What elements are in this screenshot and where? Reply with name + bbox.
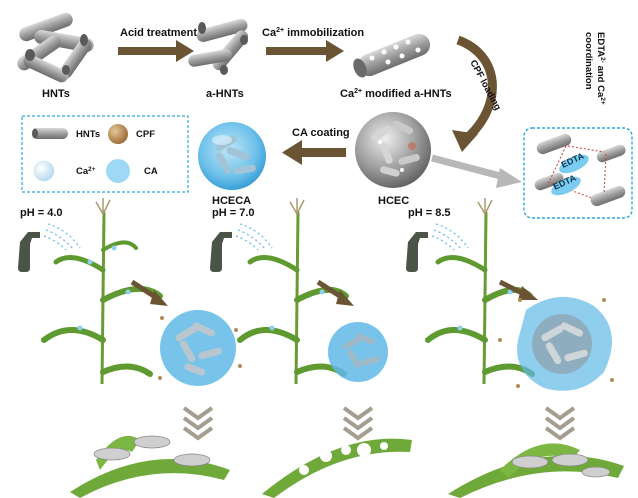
ph-label-right: pH = 8.5 <box>408 207 451 219</box>
arrow-ca-coating <box>282 140 346 165</box>
legend-hnts-label: HNTs <box>76 129 100 140</box>
hcec-label: HCEC <box>378 195 409 207</box>
ph-label-mid: pH = 7.0 <box>212 207 255 219</box>
down-arrows-right <box>544 406 576 441</box>
hceca-label: HCECA <box>212 195 251 207</box>
arrow-grey-head <box>496 168 522 188</box>
edta-coordination-label-2: coordination <box>583 32 594 90</box>
arrow-cpf-loading <box>456 35 497 144</box>
ca-coating-label: CA coating <box>292 127 350 139</box>
legend-ca-icon <box>106 159 130 183</box>
acid-treatment-label: Acid treatment <box>120 27 197 39</box>
particle-left <box>158 310 242 386</box>
arrow-cpf-loading-head <box>452 130 478 152</box>
arrow-panel-mid-head <box>336 290 354 306</box>
ca-immobilization-label: Ca2+ immobilization <box>262 27 364 39</box>
legend-ca-label: CA <box>144 166 158 177</box>
arrow-ca-immobilization <box>266 40 344 62</box>
legend-hnts-icon <box>32 128 68 139</box>
leaf-damaged-mid <box>262 438 412 498</box>
legend-box <box>21 115 189 193</box>
arrow-acid-treatment <box>118 40 194 62</box>
hceca-sphere <box>198 122 266 190</box>
arrow-grey-to-edta <box>431 154 509 182</box>
arrow-panel-left-head <box>150 290 168 306</box>
edta-coordination-label-1: EDTA2- and Ca2+ <box>595 32 606 105</box>
sprayer-right <box>406 223 469 272</box>
edta-tube-bottom <box>590 185 626 207</box>
legend-ca-ion-icon <box>33 160 55 182</box>
edta-ellipse-1 <box>559 154 589 174</box>
particle-right <box>498 296 614 391</box>
sprayer-left <box>18 223 81 272</box>
legend-ca-ion-label: Ca2+ <box>76 166 96 177</box>
edta-tube-top <box>536 133 572 155</box>
legend-cpf-label: CPF <box>136 129 155 140</box>
leaf-larvae-left <box>70 435 230 498</box>
corn-plant-left <box>41 198 163 385</box>
particle-mid <box>328 322 388 382</box>
leaf-larvae-right <box>448 443 624 498</box>
ph-label-left: pH = 4.0 <box>20 207 63 219</box>
edta-ellipse-2 <box>551 176 581 196</box>
hcec-sphere <box>355 112 431 188</box>
ca-modified-label: Ca2+ modified a-HNTs <box>340 88 452 100</box>
edta-inset-box <box>523 127 633 219</box>
a-hnts-label: a-HNTs <box>206 88 244 100</box>
ca-modified-tube <box>353 33 431 78</box>
down-arrows-mid <box>342 406 374 441</box>
hnts-label: HNTs <box>42 88 70 100</box>
hnts-cluster <box>17 12 94 83</box>
edta-tube-right <box>596 144 626 163</box>
sprayer-mid <box>210 223 273 272</box>
edta-tube-left <box>534 172 564 191</box>
down-arrows-left <box>182 406 214 441</box>
a-hnts-cluster <box>188 18 249 75</box>
legend-cpf-icon <box>108 124 128 144</box>
arrow-panel-right-head <box>518 286 538 300</box>
